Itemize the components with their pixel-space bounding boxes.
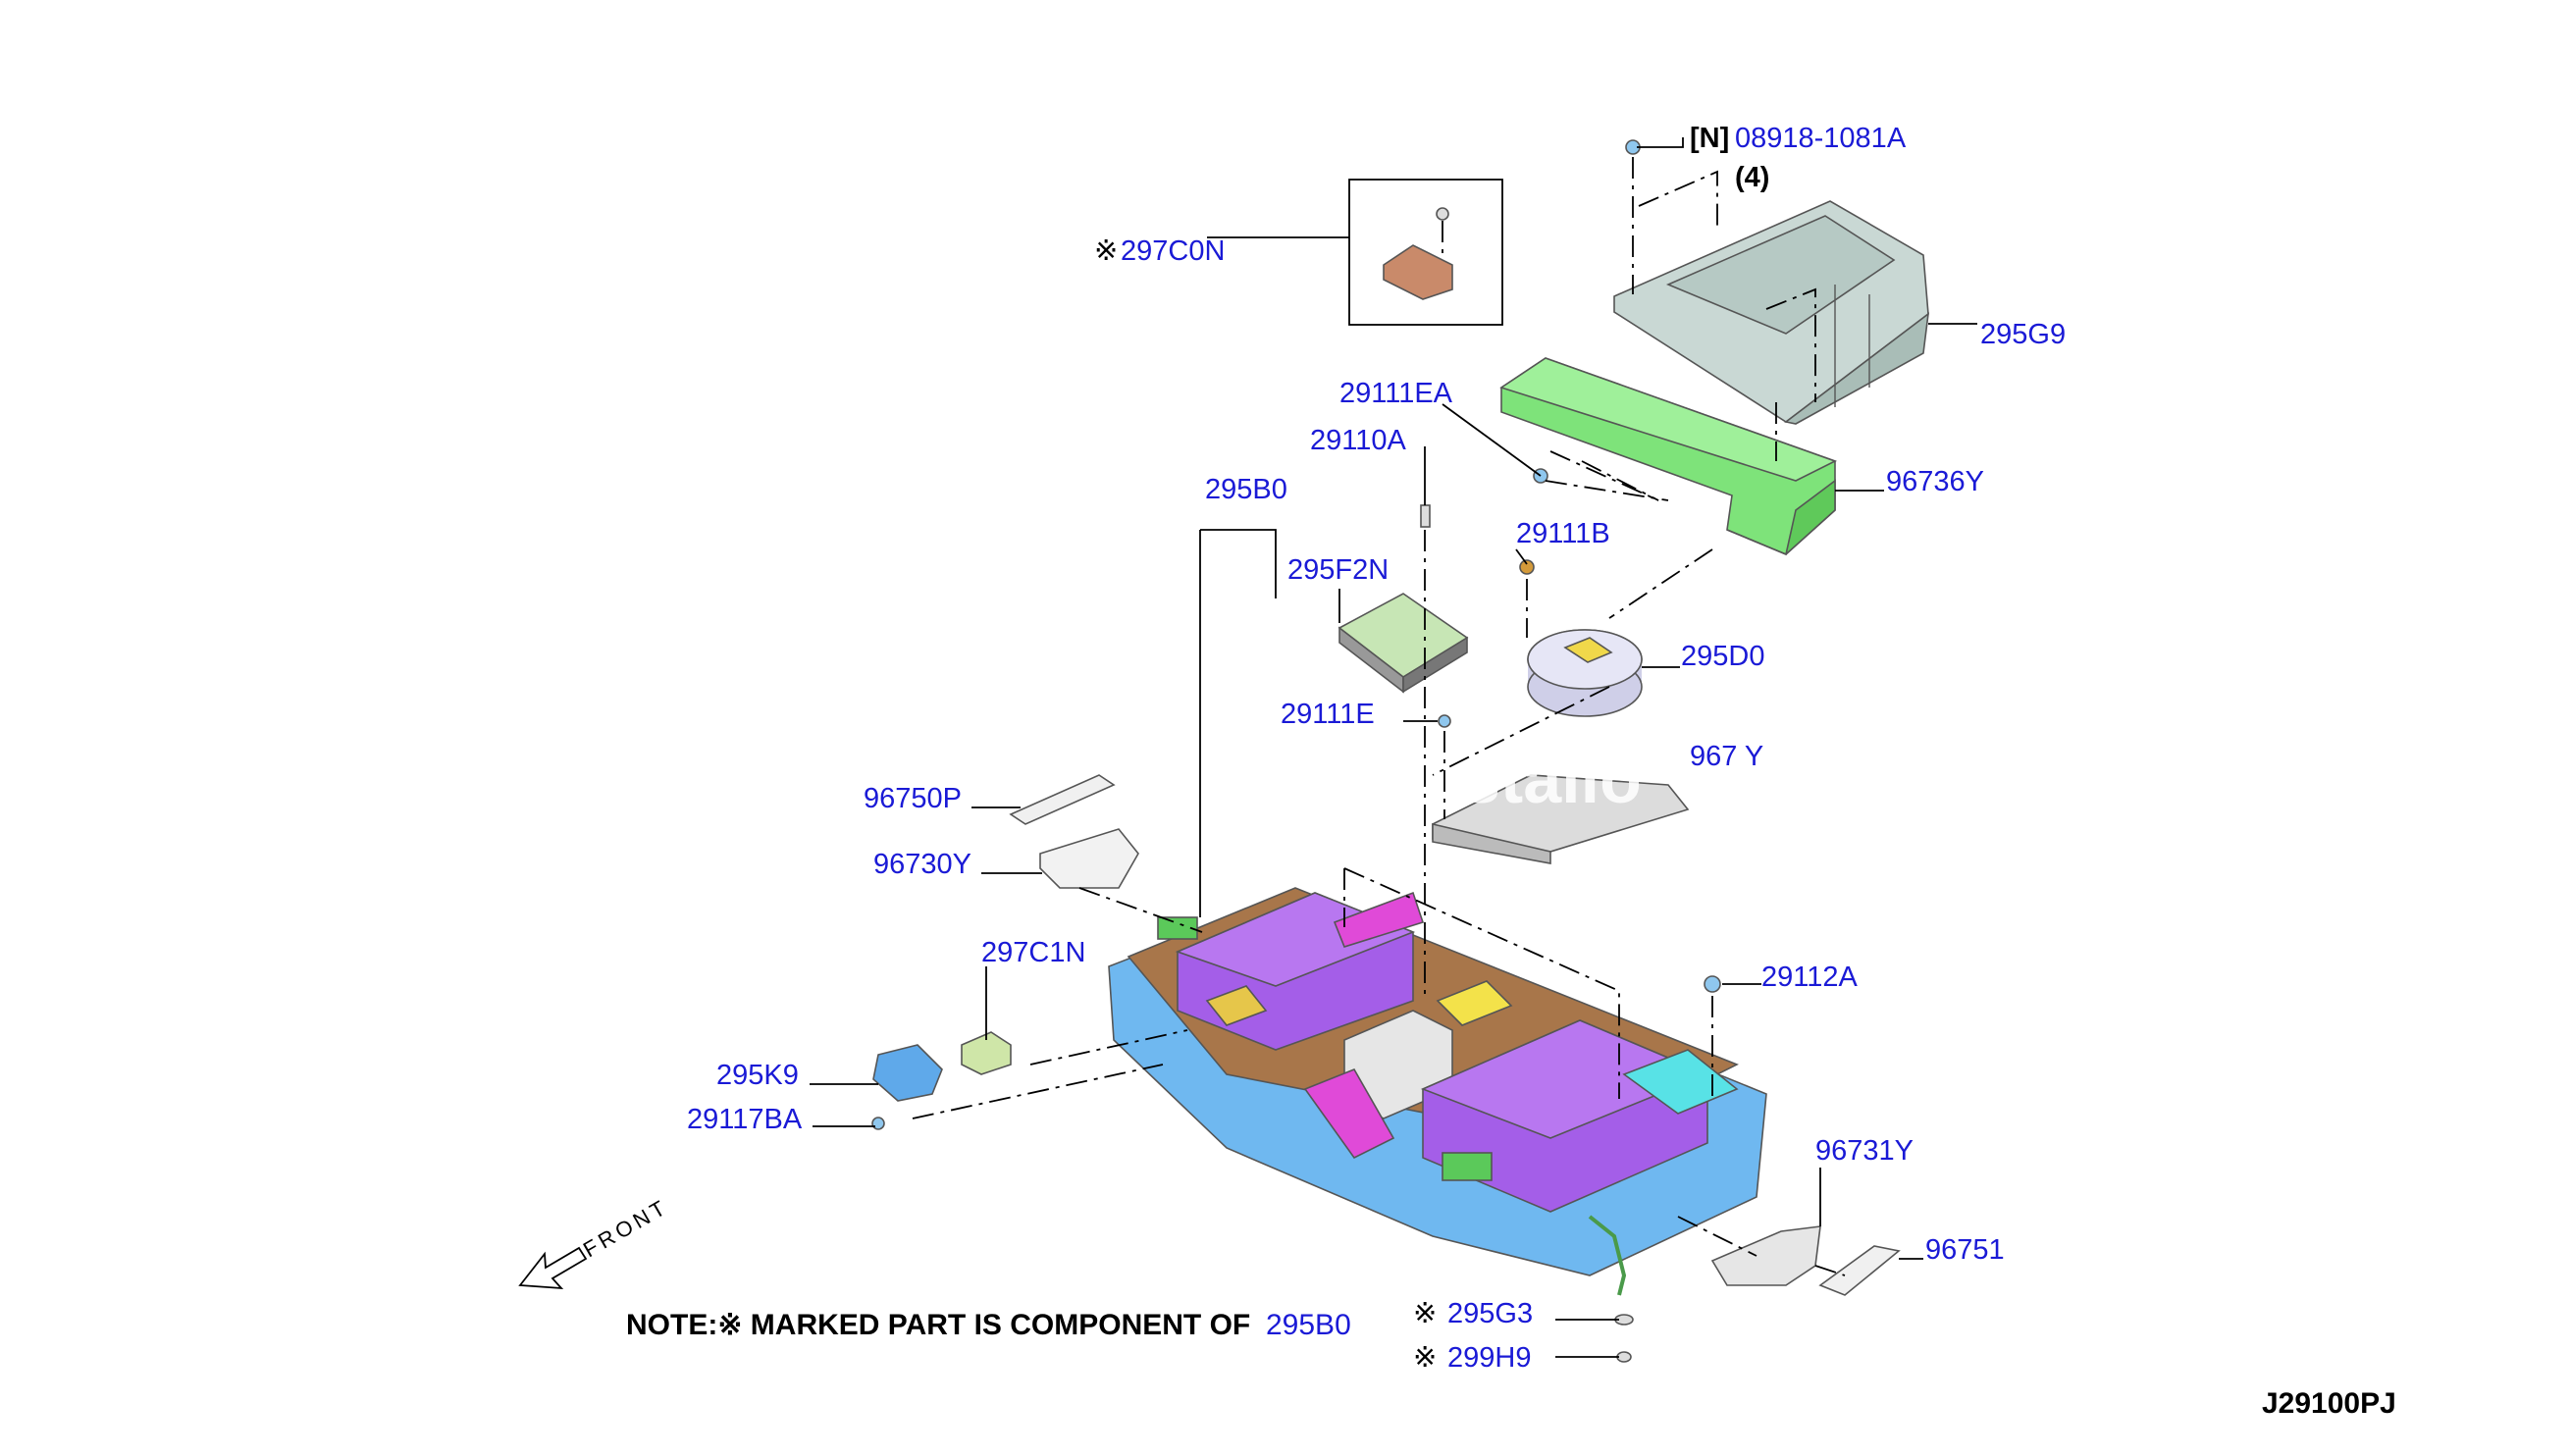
callout-29111E[interactable]: 29111E — [1281, 699, 1375, 730]
diagram-id: J29100PJ — [2262, 1387, 2396, 1420]
callout-297C1N[interactable]: 297C1N — [981, 937, 1085, 968]
callout-295B0[interactable]: 295B0 — [1205, 474, 1287, 505]
callout-299H9[interactable]: 299H9 — [1447, 1342, 1531, 1374]
callout-295G3[interactable]: 295G3 — [1447, 1298, 1533, 1329]
part-96730Y-duct-illustration — [1039, 828, 1139, 889]
callout-295D0[interactable]: 295D0 — [1681, 641, 1764, 672]
fastener-29110A-illustration — [1420, 504, 1431, 528]
part-295K9-sensor-illustration — [872, 1044, 943, 1102]
callout-96750P[interactable]: 96750P — [864, 783, 962, 814]
callout-29111B[interactable]: 29111B — [1516, 518, 1610, 549]
callout-295K9[interactable]: 295K9 — [716, 1060, 799, 1091]
callout-29111EA[interactable]: 29111EA — [1339, 378, 1453, 409]
front-direction-arrow: FRONT — [518, 1194, 672, 1290]
mark-299H9: ※ — [1413, 1342, 1437, 1374]
part-297C0N-bracket-illustration — [1348, 179, 1503, 326]
front-label: FRONT — [579, 1194, 672, 1263]
fastener-29117BA-illustration — [871, 1117, 885, 1130]
fastener-29111E-illustration — [1438, 714, 1451, 728]
callout-295F2N[interactable]: 295F2N — [1287, 554, 1389, 586]
part-96731Y-duct-illustration — [1710, 1225, 1821, 1286]
part-295B0-battery-pack-illustration — [1108, 887, 1767, 1296]
label-qty-4: (4) — [1735, 162, 1769, 193]
part-96736Y-duct-illustration — [1499, 357, 1838, 556]
callout-29112A[interactable]: 29112A — [1761, 962, 1858, 993]
part-96751-duct-illustration — [1818, 1245, 1901, 1296]
leader-lines — [810, 137, 1977, 1358]
mark-297C0N: ※ — [1094, 235, 1118, 267]
part-96750P-duct-illustration — [1009, 774, 1116, 825]
fastener-29112A-illustration — [1704, 975, 1721, 993]
part-297C1N-connector-illustration — [961, 1031, 1012, 1075]
part-299H9-illustration — [1616, 1351, 1632, 1363]
mark-295G3: ※ — [1413, 1298, 1437, 1329]
part-295D0-unit-illustration — [1527, 629, 1643, 717]
fastener-29111B-illustration — [1519, 559, 1535, 575]
callout-96731Y[interactable]: 96731Y — [1815, 1135, 1914, 1167]
callout-967xxY[interactable]: 967 Y — [1690, 741, 1763, 772]
part-967xxY-bracket-illustration — [1432, 774, 1690, 864]
callout-297C0N[interactable]: 297C0N — [1121, 235, 1225, 267]
callout-96730Y[interactable]: 96730Y — [873, 849, 971, 880]
note-part-link[interactable]: 295B0 — [1266, 1309, 1351, 1341]
callout-96736Y[interactable]: 96736Y — [1886, 466, 1984, 497]
watermark: stallo — [1462, 741, 1642, 817]
callout-29110A[interactable]: 29110A — [1310, 425, 1406, 456]
label-n-bracket: [N] — [1690, 123, 1729, 154]
note-text: NOTE:※ MARKED PART IS COMPONENT OF — [626, 1309, 1250, 1341]
callout-29117BA[interactable]: 29117BA — [687, 1104, 803, 1135]
callout-295G9[interactable]: 295G9 — [1980, 319, 2066, 350]
part-295G9-cover-illustration — [1613, 200, 1930, 425]
callout-08918-1081A[interactable]: 08918-1081A — [1735, 123, 1907, 154]
part-295F2N-module-illustration — [1337, 593, 1469, 694]
assembly-lines — [912, 157, 1846, 1276]
callout-96751[interactable]: 96751 — [1925, 1234, 2005, 1266]
